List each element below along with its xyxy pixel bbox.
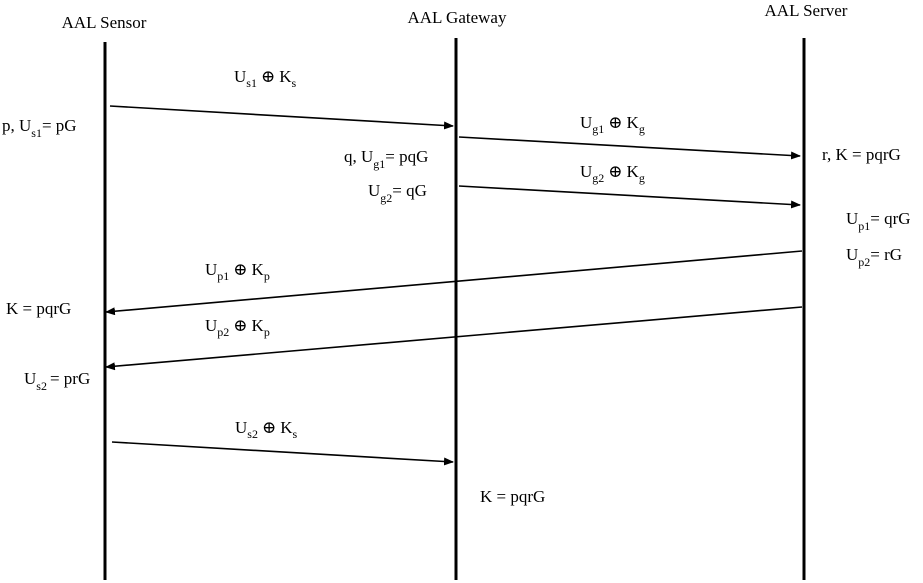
message-label-up1-kp: Up1⊕Kp xyxy=(205,260,270,283)
message-label-up2-kp: Up2⊕Kp xyxy=(205,316,270,339)
sensor-init-computation: p, Us1= pG xyxy=(2,116,77,140)
sensor-us2-computation: Us2= prG xyxy=(24,369,90,393)
arrow-gateway-to-server-1 xyxy=(458,136,801,160)
actor-server-label: AAL Server xyxy=(765,1,848,20)
message-label-ug2-kg: Ug2⊕Kg xyxy=(580,162,645,185)
server-key-computation: r, K = pqrG xyxy=(822,145,901,164)
server-up2-computation: Up2= rG xyxy=(846,245,902,269)
message-label-us1-ks: Us1⊕Ks xyxy=(234,67,296,90)
actor-sensor-label: AAL Sensor xyxy=(62,13,147,32)
arrow-gateway-to-server-2 xyxy=(458,185,801,209)
gateway-q-computation: q, Ug1= pqG xyxy=(344,147,428,171)
arrow-server-to-sensor-2 xyxy=(105,306,803,371)
gateway-ug2-computation: Ug2= qG xyxy=(368,181,427,205)
message-label-ug1-kg: Ug1⊕Kg xyxy=(580,113,645,136)
message-label-us2-ks: Us2⊕Ks xyxy=(235,418,297,441)
arrow-sensor-to-gateway-2 xyxy=(111,441,454,466)
actor-gateway-label: AAL Gateway xyxy=(408,8,507,27)
arrow-sensor-to-gateway-1 xyxy=(109,105,454,130)
sensor-key-computation: K = pqrG xyxy=(6,299,71,318)
gateway-key-computation: K = pqrG xyxy=(480,487,545,506)
arrow-server-to-sensor-1 xyxy=(105,250,803,316)
server-up1-computation: Up1= qrG xyxy=(846,209,911,233)
